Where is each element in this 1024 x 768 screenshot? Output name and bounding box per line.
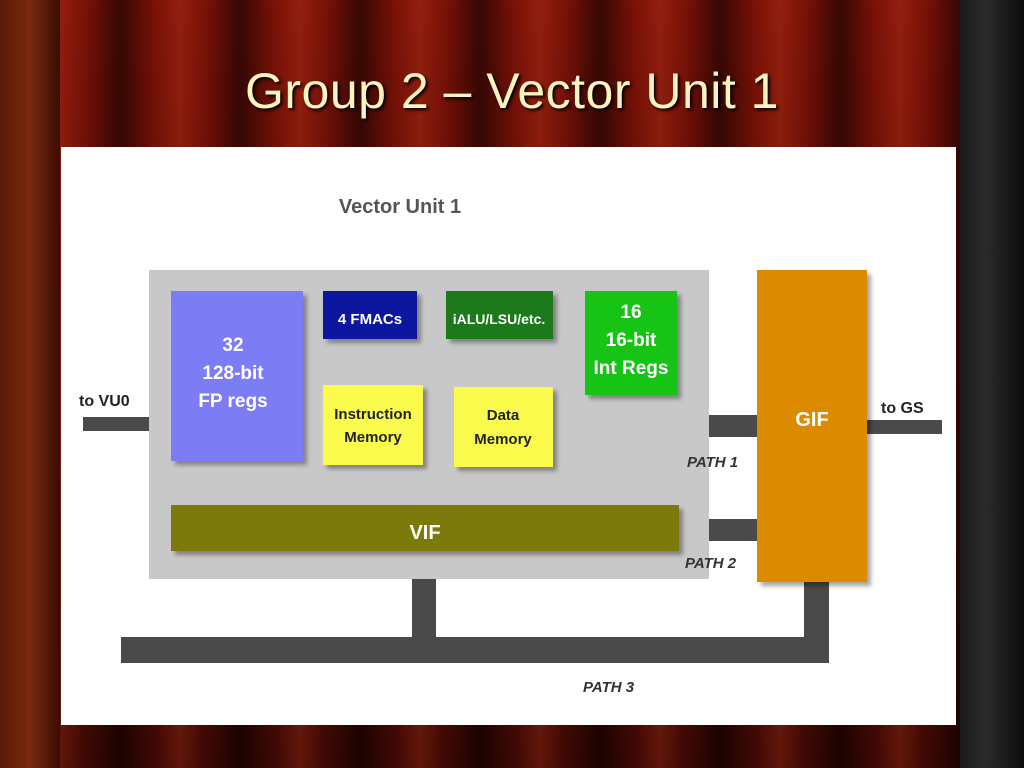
data-memory-block bbox=[454, 387, 553, 467]
path1-bus bbox=[708, 415, 757, 437]
curtain-left-drape bbox=[0, 0, 60, 768]
fp-regs-line2: 128-bit bbox=[202, 363, 264, 384]
ialu-block bbox=[446, 291, 553, 339]
fp-regs-line3: FP regs bbox=[198, 391, 267, 412]
data-memory-line1: Data bbox=[487, 407, 520, 424]
int-regs-block bbox=[585, 291, 677, 395]
path3-label: PATH 3 bbox=[583, 679, 635, 696]
int-regs-line3: Int Regs bbox=[594, 358, 669, 379]
fp-regs-line1: 32 bbox=[222, 335, 243, 356]
ialu-label: iALU/LSU/etc. bbox=[453, 311, 546, 327]
curtain-right-drape bbox=[960, 0, 1024, 768]
gif-path3-link bbox=[804, 577, 829, 651]
fmacs-block bbox=[323, 291, 417, 339]
int-regs-line1: 16 bbox=[620, 302, 641, 323]
to-gs-label: to GS bbox=[881, 400, 924, 417]
fp-regs-block bbox=[171, 291, 303, 461]
vif-label: VIF bbox=[409, 522, 440, 544]
gs-bus bbox=[865, 420, 942, 434]
path3-bus bbox=[121, 637, 829, 663]
slide-title: Group 2 – Vector Unit 1 bbox=[244, 63, 779, 119]
fmacs-label: 4 FMACs bbox=[338, 311, 402, 328]
vu0-bus bbox=[83, 417, 151, 431]
path2-label: PATH 2 bbox=[685, 555, 737, 572]
data-memory-line2: Memory bbox=[474, 431, 532, 448]
diagram-heading: Vector Unit 1 bbox=[339, 196, 461, 218]
path1-label: PATH 1 bbox=[687, 454, 738, 471]
gif-label: GIF bbox=[795, 409, 828, 431]
gif-block bbox=[757, 270, 867, 582]
to-vu0-label: to VU0 bbox=[79, 393, 130, 410]
instruction-memory-block bbox=[323, 385, 423, 465]
diagram-figure: Vector Unit 1 32 128-bit FP regs 4 FMACs… bbox=[61, 147, 956, 725]
vector-unit-diagram: Vector Unit 1 32 128-bit FP regs 4 FMACs… bbox=[79, 196, 942, 696]
vif-block bbox=[171, 505, 679, 551]
instruction-memory-line1: Instruction bbox=[334, 406, 412, 423]
int-regs-line2: 16-bit bbox=[606, 330, 657, 351]
instruction-memory-line2: Memory bbox=[344, 429, 402, 446]
